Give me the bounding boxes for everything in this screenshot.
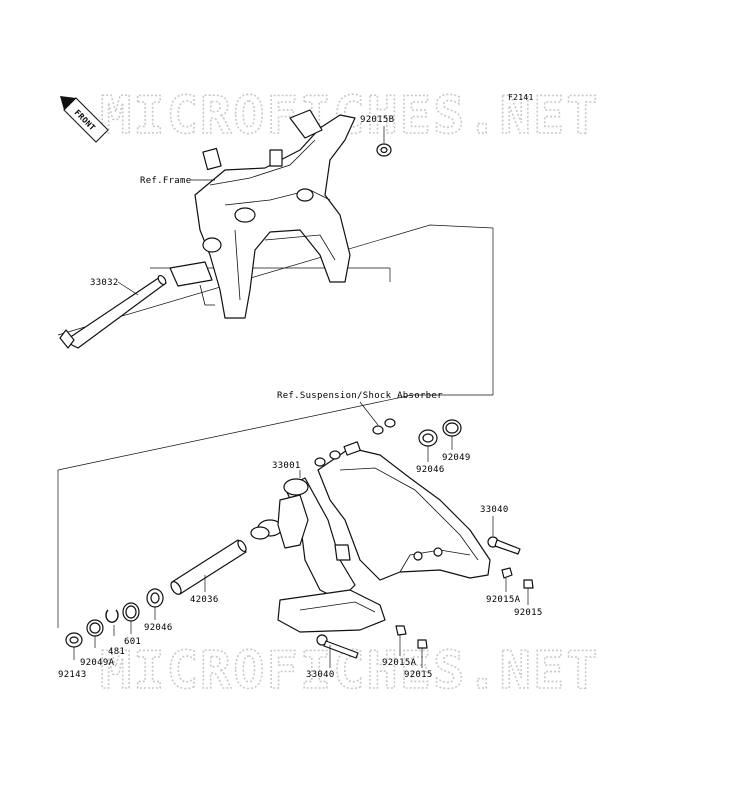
watermark-top: MICROFICHES.NET bbox=[100, 86, 600, 146]
part-601-bearing bbox=[122, 602, 140, 634]
label-92049A: 92049A bbox=[80, 658, 115, 668]
part-92015A-right-nut bbox=[501, 567, 513, 592]
frame-drawing bbox=[169, 109, 356, 319]
figure-id: F2141 bbox=[508, 93, 534, 102]
label-92015-right: 92015 bbox=[514, 608, 543, 618]
label-92143: 92143 bbox=[58, 670, 87, 680]
suspension-small-parts bbox=[314, 401, 396, 467]
label-601: 601 bbox=[124, 637, 141, 647]
label-33001: 33001 bbox=[272, 461, 301, 471]
part-33032-shaft bbox=[59, 274, 167, 349]
swingarm-drawing bbox=[250, 447, 491, 633]
label-33032: 33032 bbox=[90, 278, 119, 288]
part-33040-bottom-bolt bbox=[316, 634, 359, 668]
label-42036: 42036 bbox=[190, 595, 219, 605]
part-92143-cap bbox=[65, 632, 83, 660]
part-33040-right-bolt bbox=[487, 516, 521, 555]
part-92049A-seal bbox=[86, 619, 104, 648]
label-92015-bottom: 92015 bbox=[404, 670, 433, 680]
label-92015A-right: 92015A bbox=[486, 595, 521, 605]
part-42036-sleeve bbox=[170, 539, 247, 595]
part-92046-bottom-bushing bbox=[146, 588, 164, 620]
label-33040-right: 33040 bbox=[480, 505, 509, 515]
label-92015A-bottom: 92015A bbox=[382, 658, 417, 668]
label-ref-suspension: Ref.Suspension/Shock Absorber bbox=[277, 391, 443, 401]
part-92046-top-bushing bbox=[418, 429, 438, 462]
label-33040-bottom: 33040 bbox=[306, 670, 335, 680]
label-92015B: 92015B bbox=[360, 115, 394, 125]
label-ref-frame: Ref.Frame bbox=[140, 176, 191, 186]
part-92015A-bottom-nut bbox=[395, 625, 407, 656]
label-92049: 92049 bbox=[442, 453, 471, 463]
label-92046-bottom: 92046 bbox=[144, 623, 173, 633]
part-92015-bottom-nut bbox=[417, 639, 428, 668]
part-92015B-nut bbox=[376, 126, 392, 157]
label-92046-top: 92046 bbox=[416, 465, 445, 475]
part-481-circlip bbox=[105, 609, 119, 636]
part-92015-right-nut bbox=[523, 579, 534, 605]
label-481: 481 bbox=[108, 647, 125, 657]
part-92049-ring bbox=[442, 419, 462, 450]
